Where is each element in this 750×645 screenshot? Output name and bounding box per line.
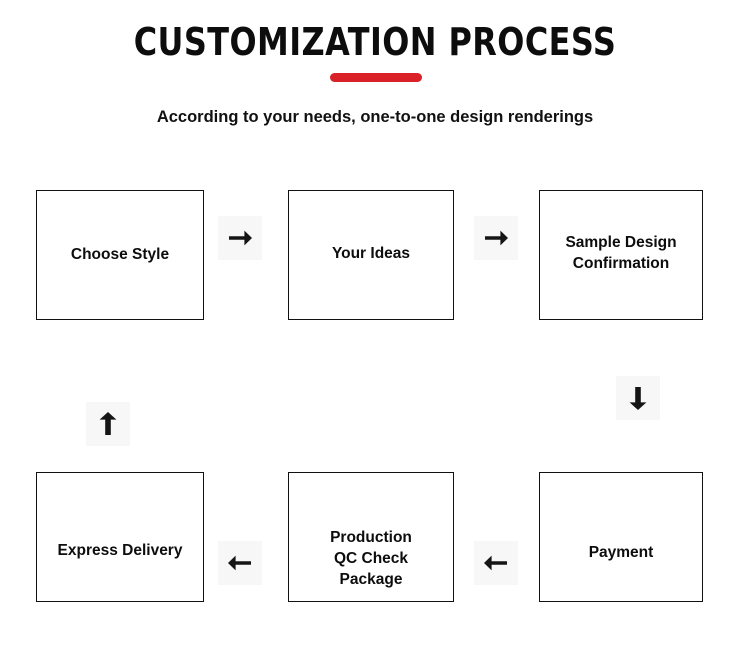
process-step-express-delivery[interactable]: Express Delivery [36,472,204,602]
process-step-payment[interactable]: Payment [539,472,703,602]
process-step-label: Choose Style [70,245,170,263]
process-step-label: Payment [588,543,654,561]
page-title: CUSTOMIZATION PROCESS [133,20,617,64]
process-step-label: Express Delivery [57,541,183,559]
process-step-label: Your Ideas [331,244,411,262]
arrow-right-icon [218,216,262,260]
arrow-right-icon [474,216,518,260]
process-step-your-ideas[interactable]: Your Ideas [288,190,454,320]
arrow-left-icon [474,541,518,585]
arrow-down-icon [616,376,660,420]
title-underline-accent [330,73,422,82]
process-step-sample-design-confirmation[interactable]: Sample Design Confirmation [539,190,703,320]
arrow-left-icon [218,541,262,585]
page-subtitle: According to your needs, one-to-one desi… [156,108,594,126]
arrow-up-icon [86,402,130,446]
process-step-choose-style[interactable]: Choose Style [36,190,204,320]
process-step-production-qc-package[interactable]: Production QC Check Package [288,472,454,602]
process-step-label: Sample Design Confirmation [565,234,677,272]
process-step-label: Production QC Check Package [330,528,412,588]
